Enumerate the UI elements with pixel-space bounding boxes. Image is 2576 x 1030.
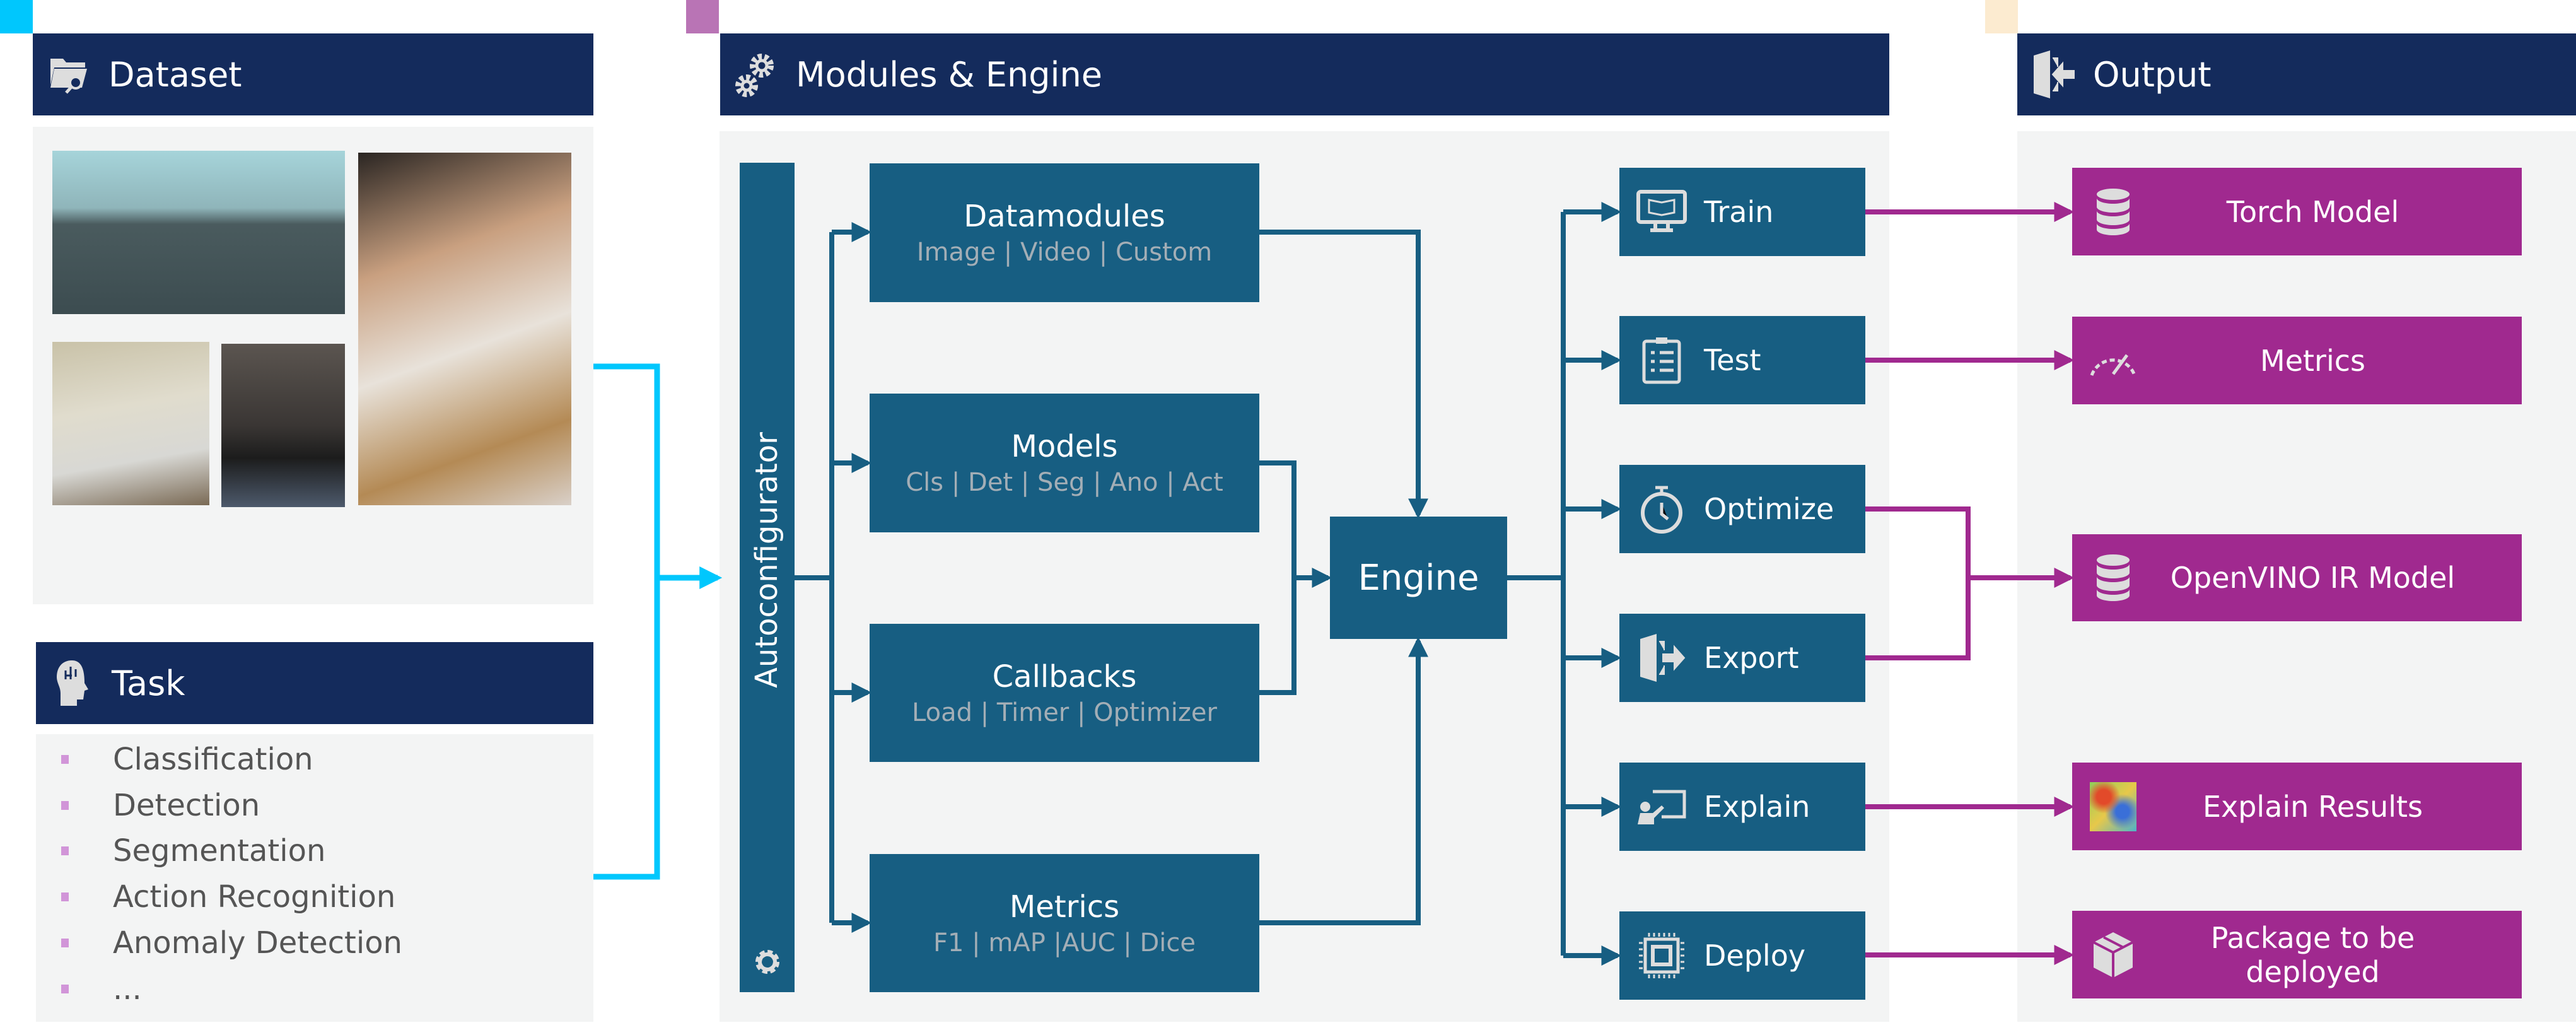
presentation-icon — [1633, 778, 1690, 835]
box-subtitle: F1 | mAP |AUC | Dice — [933, 928, 1196, 957]
box-subtitle: Load | Timer | Optimizer — [912, 698, 1217, 727]
saliency-map-icon — [2085, 778, 2142, 835]
monitor-book-icon — [1633, 184, 1690, 240]
action-label: Export — [1704, 641, 1799, 675]
task-title: Task — [112, 663, 185, 703]
database-icon — [2085, 549, 2142, 606]
task-panel — [36, 734, 593, 1022]
explain-results-box: Explain Results — [2072, 763, 2522, 850]
metrics-output-box: Metrics — [2072, 317, 2522, 404]
action-label: Optimize — [1704, 492, 1834, 526]
box-title: Datamodules — [964, 199, 1165, 234]
output-label: OpenVINO IR Model — [2170, 561, 2456, 595]
box-subtitle: Cls | Det | Seg | Ano | Act — [906, 468, 1223, 497]
task-item: Segmentation — [61, 833, 325, 869]
export-door-icon — [1633, 629, 1690, 686]
task-item: Classification — [61, 742, 313, 777]
metrics-box: Metrics F1 | mAP |AUC | Dice — [870, 854, 1259, 992]
task-item: Anomaly Detection — [61, 925, 402, 961]
task-label: Action Recognition — [113, 879, 396, 915]
bullet-icon — [61, 846, 69, 855]
output-label: Package to be deployed — [2210, 920, 2415, 989]
dataset-panel — [33, 127, 593, 604]
dog-photo — [221, 344, 345, 507]
action-label: Test — [1704, 343, 1761, 377]
output-title: Output — [2093, 54, 2212, 95]
stopwatch-icon — [1633, 481, 1690, 537]
bullet-icon — [61, 892, 69, 901]
task-label: Classification — [113, 742, 313, 777]
modules-title: Modules & Engine — [796, 54, 1102, 95]
bullet-icon — [61, 801, 69, 810]
output-label: Metrics — [2260, 343, 2365, 378]
output-label: Torch Model — [2226, 194, 2399, 229]
action-label: Train — [1704, 195, 1774, 229]
output-accent — [1985, 0, 2018, 33]
brain-head-icon — [50, 658, 94, 708]
autoconfigurator-bar: Autoconfigurator — [740, 163, 795, 992]
task-label: Anomaly Detection — [113, 925, 402, 961]
dataset-title: Dataset — [108, 54, 242, 95]
box-subtitle: Image | Video | Custom — [916, 238, 1213, 267]
autoconfigurator-label: Autoconfigurator — [749, 432, 784, 688]
cyclists-photo — [358, 153, 571, 505]
task-label: Segmentation — [113, 833, 326, 869]
computer-photo — [52, 342, 209, 505]
box-title: Callbacks — [992, 658, 1137, 694]
task-item: Action Recognition — [61, 879, 395, 915]
optimize-box: Optimize — [1619, 465, 1865, 553]
clipboard-checklist-icon — [1633, 332, 1690, 389]
bullet-icon — [61, 939, 69, 947]
cyan-bracket — [593, 363, 660, 880]
openvino-model-box: OpenVINO IR Model — [2072, 534, 2522, 621]
output-label: Explain Results — [2202, 789, 2423, 824]
package-icon — [2085, 927, 2142, 983]
task-item: ... — [61, 971, 142, 1007]
bullet-icon — [61, 985, 69, 993]
database-icon — [2085, 184, 2142, 240]
engine-box: Engine — [1330, 517, 1507, 639]
modules-accent — [686, 0, 719, 33]
action-label: Explain — [1704, 790, 1810, 824]
box-title: Models — [1011, 429, 1118, 464]
gears-icon — [734, 49, 778, 100]
deploy-box: Deploy — [1619, 911, 1865, 1000]
task-label: ... — [113, 971, 142, 1007]
modules-header: Modules & Engine — [720, 33, 1889, 115]
package-box: Package to be deployed — [2072, 911, 2522, 998]
engine-label: Engine — [1358, 557, 1479, 599]
chip-icon — [1633, 927, 1690, 984]
torch-model-box: Torch Model — [2072, 168, 2522, 255]
gear-icon — [754, 948, 781, 978]
task-header: Task — [36, 642, 593, 724]
import-door-icon — [2031, 49, 2075, 100]
test-box: Test — [1619, 316, 1865, 404]
folder-search-icon — [47, 49, 91, 100]
task-item: Detection — [61, 788, 260, 823]
dataset-accent — [0, 0, 33, 33]
task-label: Detection — [113, 788, 260, 823]
explain-box: Explain — [1619, 763, 1865, 851]
output-header: Output — [2017, 33, 2576, 115]
dataset-header: Dataset — [33, 33, 593, 115]
airport-photo — [52, 151, 345, 314]
bullet-icon — [61, 755, 69, 764]
box-title: Metrics — [1009, 889, 1120, 925]
gauge-icon — [2085, 332, 2142, 389]
export-box: Export — [1619, 614, 1865, 702]
action-label: Deploy — [1704, 939, 1806, 973]
train-box: Train — [1619, 168, 1865, 256]
